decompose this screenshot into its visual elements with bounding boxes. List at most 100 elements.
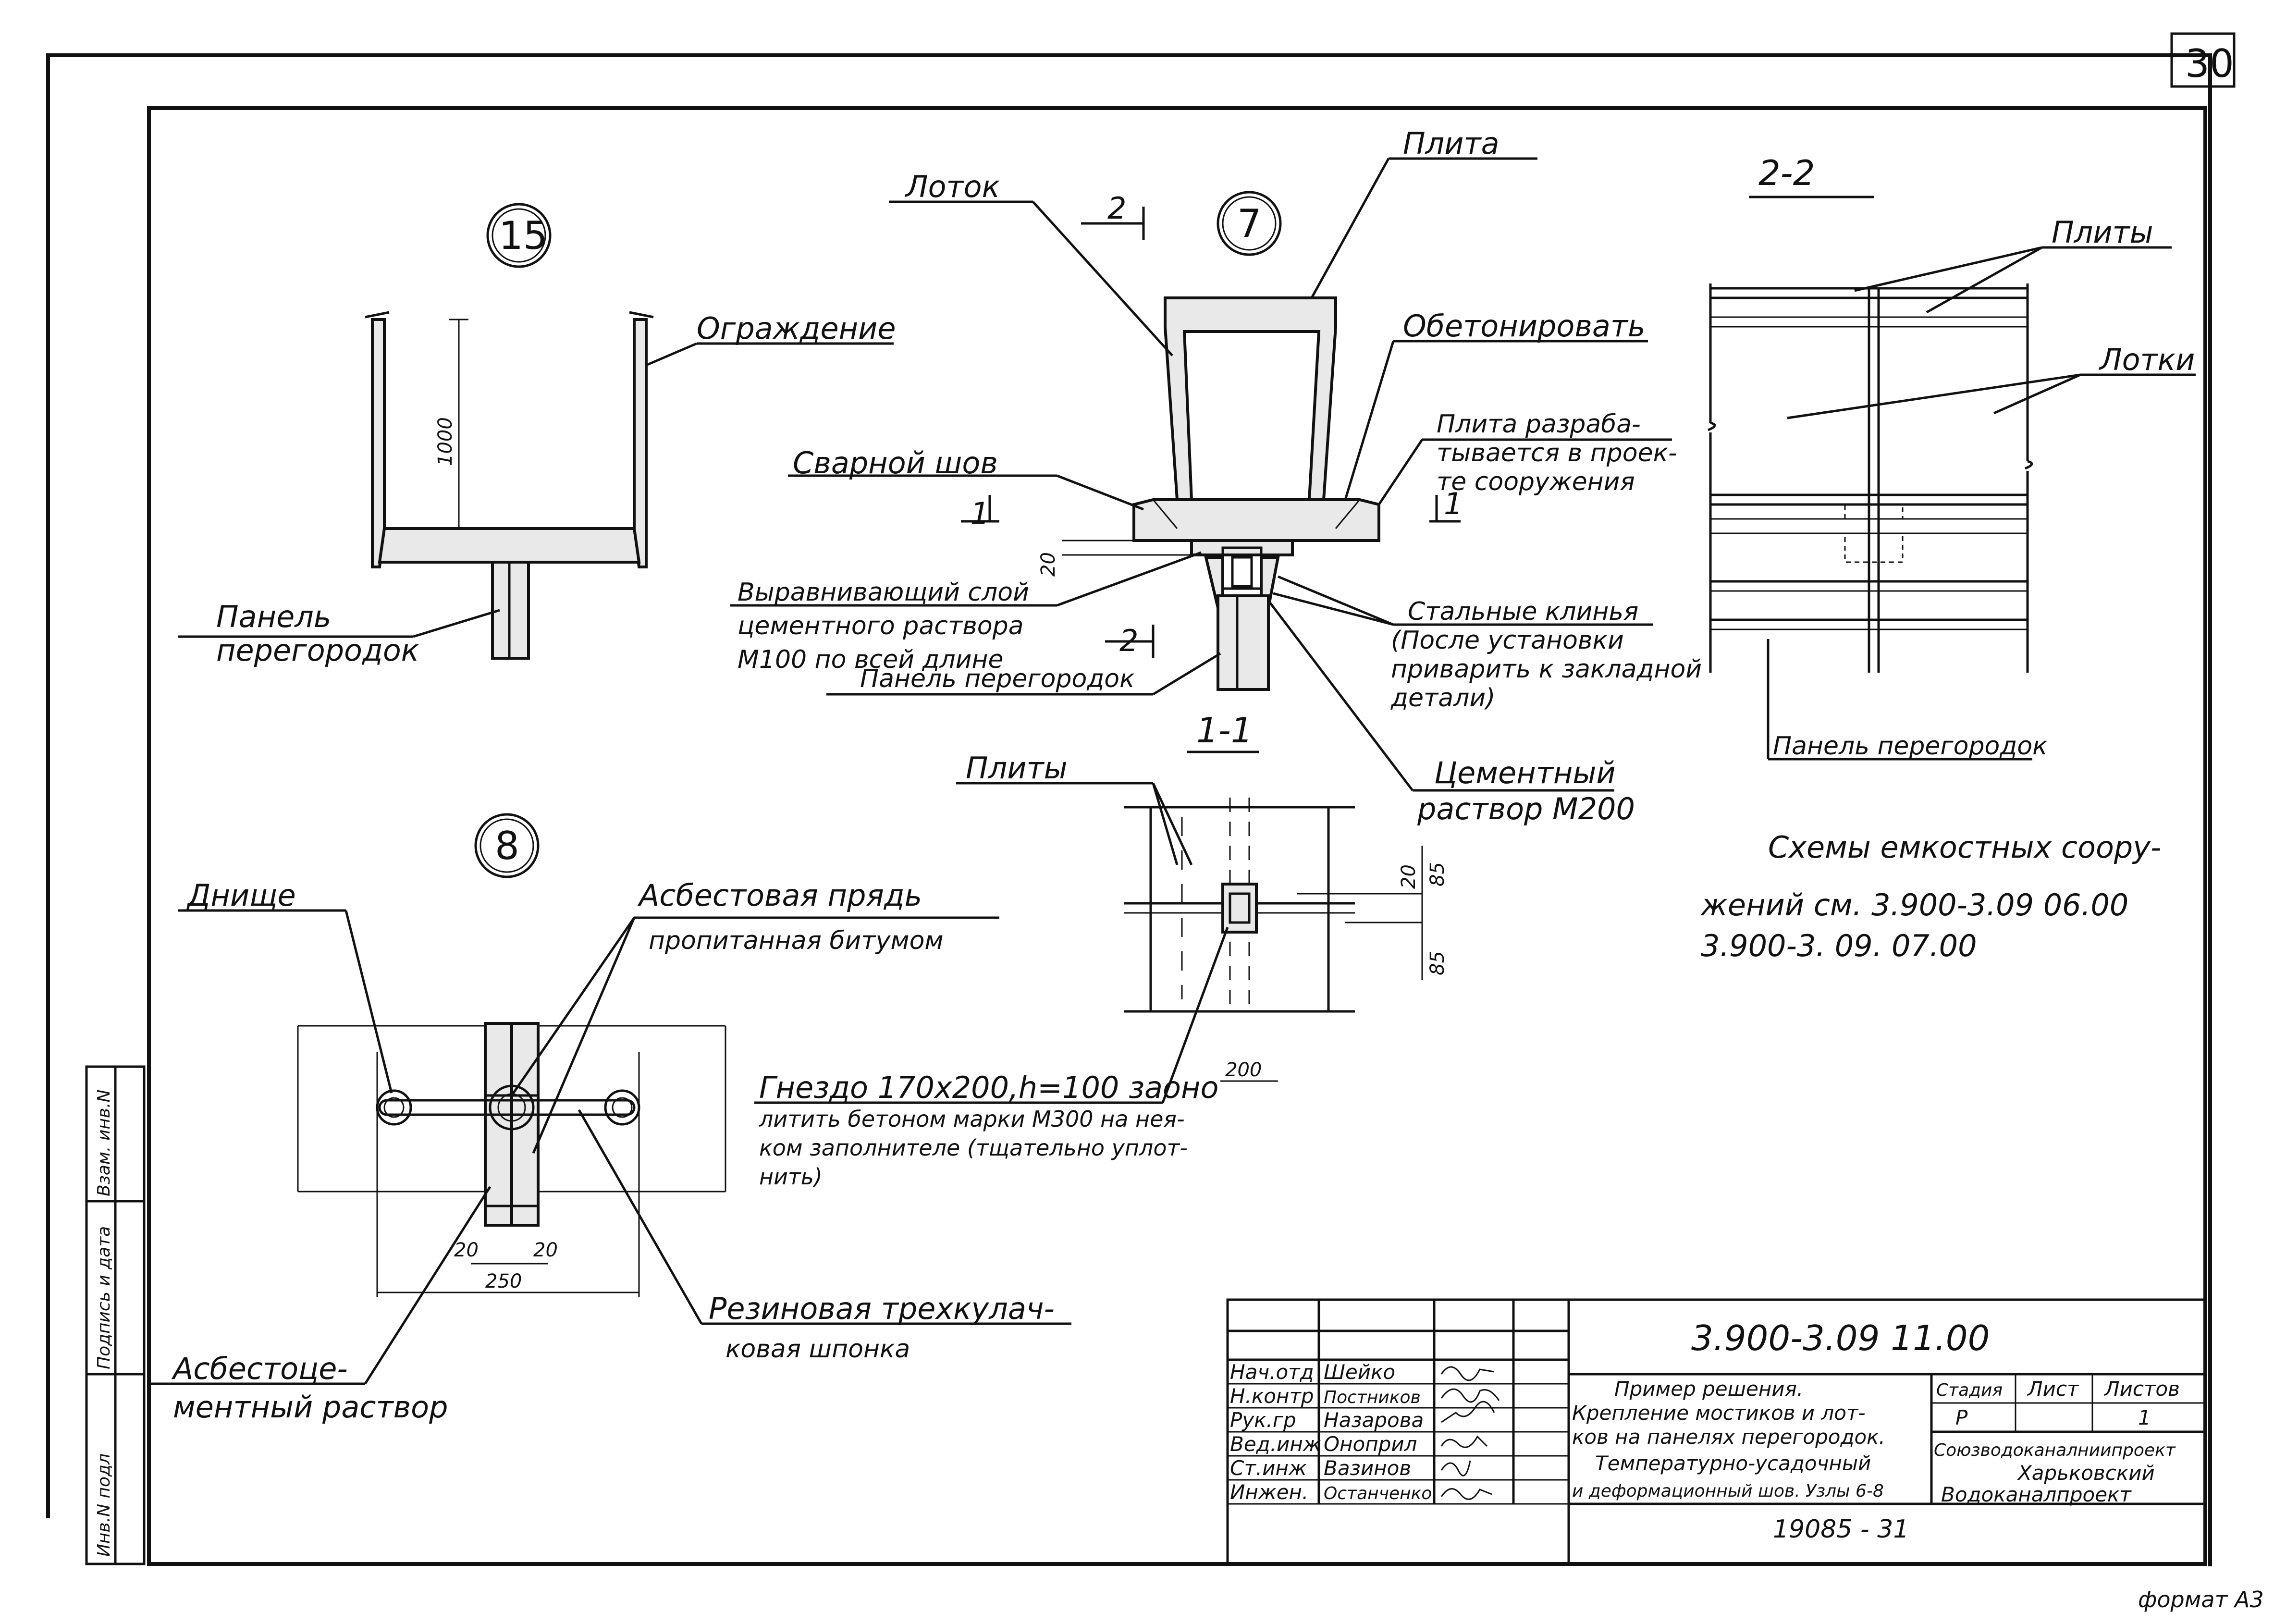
section-1-1-gnezdo-1: Гнездо 170х200,h=100 заоно — [759, 1070, 1218, 1105]
tb-title-1: Пример решения. — [1614, 1377, 1803, 1401]
node-7-dim-20: 20 — [1037, 552, 1059, 577]
section-2-2-panel-label: Панель перегородок — [1773, 732, 2048, 761]
node-15-number: 15 — [499, 213, 548, 258]
node-7-stalnye-4: детали) — [1390, 684, 1495, 713]
tb-sheets: 1 — [2138, 1406, 2151, 1429]
tb-stage: Р — [1955, 1406, 1968, 1429]
node-8-dnische-label: Днище — [186, 878, 296, 913]
title-block: 3.900-3.09 11.00 Нач.отд Н.контр Рук.гр … — [1226, 1298, 2207, 1565]
node-8-number: 8 — [495, 824, 519, 868]
node-7-mark-1-right: 1 — [1444, 486, 1463, 521]
stamp-vzam: Взам. инв.N — [94, 1090, 114, 1196]
tb-org-1: Союзводоканалниипроект — [1934, 1440, 2176, 1460]
signature-4 — [1440, 1460, 1471, 1476]
node-8-asbcem-1: Асбестоце- — [171, 1351, 348, 1386]
section-2-2: 2-2 Плиты Лотки Панель перегородок — [1708, 153, 2196, 761]
section-1-1-dim-85b: 85 — [1426, 951, 1449, 975]
sheet-number: 30 — [2185, 41, 2234, 86]
node-8-asbest-2: пропитанная битумом — [649, 926, 944, 955]
node-7-section-mark-top: 2 — [1107, 191, 1126, 226]
section-2-2-lotki-label: Лотки — [2099, 342, 2195, 377]
tb-name-1: Постников — [1324, 1388, 1421, 1407]
tb-role-2: Рук.гр — [1230, 1408, 1296, 1432]
schemes-line-3: 3.900-3. 09. 07.00 — [1701, 928, 1977, 963]
tb-name-3: Оноприл — [1324, 1432, 1417, 1456]
node-15-dim-1000: 1000 — [434, 417, 456, 466]
tb-name-5: Останченко — [1324, 1484, 1432, 1503]
section-1-1: 1-1 Плиты 20 85 85 200 Гнездо 170х200,h=… — [754, 710, 1449, 1190]
node-7-number: 7 — [1237, 201, 1262, 246]
node-7-lotok-label: Лоток — [905, 169, 1000, 204]
format-label: формат А3 — [2138, 1587, 2264, 1612]
node-8-asbest-1: Асбестовая прядь — [637, 878, 922, 913]
signature-1 — [1440, 1388, 1500, 1403]
tb-title-3: ков на панелях перегородок. — [1572, 1425, 1885, 1449]
node-7-plita-razrab-2: тывается в проек- — [1437, 439, 1677, 468]
node-7-stalnye-1: Стальные клинья — [1408, 597, 1638, 626]
node-7-obetonirovat-label: Обетонировать — [1403, 308, 1646, 344]
side-stamp: Инв.N подл Подпись и дата Взам. инв.N — [85, 1065, 146, 1565]
section-1-1-title: 1-1 — [1196, 710, 1253, 750]
signature-2 — [1441, 1401, 1495, 1423]
tb-role-5: Инжен. — [1230, 1480, 1308, 1504]
node-15-detail: 15 1000 Ограждение Панель перегородок — [178, 203, 896, 668]
node-7-stalnye-3: приварить к закладной — [1391, 655, 1702, 684]
tb-role-3: Вед.инж — [1230, 1432, 1321, 1456]
tb-role-1: Н.контр — [1230, 1384, 1314, 1408]
node-8-dim-20b: 20 — [533, 1239, 558, 1261]
node-15-panel-label-2: перегородок — [216, 633, 419, 668]
tb-name-0: Шейко — [1324, 1360, 1395, 1384]
section-2-2-title: 2-2 — [1758, 153, 1815, 193]
tb-role-0: Нач.отд — [1230, 1360, 1314, 1384]
node-8-asbcem-2: ментный раствор — [173, 1390, 448, 1425]
section-1-1-dim-85a: 85 — [1426, 862, 1449, 886]
node-7-plita-label: Плита — [1403, 126, 1500, 161]
tb-sheets-label: Листов — [2103, 1377, 2180, 1401]
node-8-rezina-2: ковая шпонка — [725, 1335, 910, 1364]
tb-sheet-label: Лист — [2027, 1377, 2079, 1401]
signature-0 — [1440, 1366, 1495, 1381]
node-7-vyravn-2: цементного раствора — [738, 612, 1023, 640]
node-7-plita-razrab-3: те сооружения — [1437, 468, 1635, 496]
tb-name-2: Назарова — [1324, 1408, 1424, 1432]
tb-title-4: Температурно-усадочный — [1595, 1452, 1871, 1475]
node-15-panel-label-1: Панель — [216, 599, 331, 634]
node-7-vyravn-1: Выравнивающий слой — [738, 578, 1029, 607]
node-7-cement-2: раствор М200 — [1417, 791, 1635, 826]
section-1-1-gnezdo-3: ком заполнителе (тщательно уплот- — [759, 1135, 1188, 1161]
node-8-dim-20a: 20 — [454, 1239, 479, 1261]
signature-3 — [1440, 1435, 1488, 1448]
section-1-1-dim-200: 200 — [1225, 1059, 1262, 1081]
tb-inv-number: 19085 - 31 — [1773, 1515, 1909, 1544]
node-7-panel-label: Панель перегородок — [860, 664, 1135, 693]
node-15-ograzhdenie-label: Ограждение — [697, 311, 896, 346]
stamp-inv-podl: Инв.N подл — [94, 1453, 114, 1557]
section-2-2-plity-label: Плиты — [2052, 215, 2153, 250]
node-8-rezina-1: Резиновая трехкулач- — [709, 1291, 1055, 1326]
section-1-1-gnezdo-4: нить) — [759, 1164, 823, 1190]
section-1-1-gnezdo-2: литить бетоном марки М300 на нея- — [759, 1106, 1185, 1132]
node-7-stalnye-2: (После установки — [1391, 626, 1624, 655]
schemes-note: Схемы емкостных соору- жений см. 3.900-3… — [1700, 830, 2161, 963]
node-8-detail: 8 250 20 20 Днище Асбестовая прядь пропи… — [149, 813, 1071, 1425]
node-7-vyravn-3: М100 по всей длине — [738, 645, 1004, 674]
tb-org-2: Харьковский — [2017, 1461, 2155, 1485]
tb-title-2: Крепление мостиков и лот- — [1572, 1401, 1866, 1425]
tb-title-5: и деформационный шов. Узлы 6-8 — [1572, 1481, 1884, 1501]
sheet-frame: 30 — [46, 32, 2236, 1566]
tb-stage-label: Стадия — [1936, 1380, 2003, 1400]
schemes-line-2: жений см. 3.900-3.09 06.00 — [1700, 887, 2128, 923]
tb-role-4: Ст.инж — [1230, 1456, 1307, 1480]
stamp-podpis: Подпись и дата — [94, 1226, 114, 1369]
node-7-mark-1-left: 1 — [971, 496, 989, 531]
tb-org-3: Водоканалпроект — [1941, 1483, 2132, 1506]
tb-name-4: Вазинов — [1324, 1456, 1411, 1480]
node-8-dim-250: 250 — [485, 1270, 522, 1292]
node-7-cement-1: Цементный — [1434, 755, 1616, 790]
section-1-1-dim-20: 20 — [1398, 864, 1420, 889]
title-block-code: 3.900-3.09 11.00 — [1691, 1318, 1990, 1358]
signature-5 — [1440, 1488, 1492, 1500]
node-7-detail: 7 2 2 Лоток Плита Обетони — [730, 126, 1702, 826]
section-1-1-plity-label: Плиты — [966, 750, 1068, 786]
